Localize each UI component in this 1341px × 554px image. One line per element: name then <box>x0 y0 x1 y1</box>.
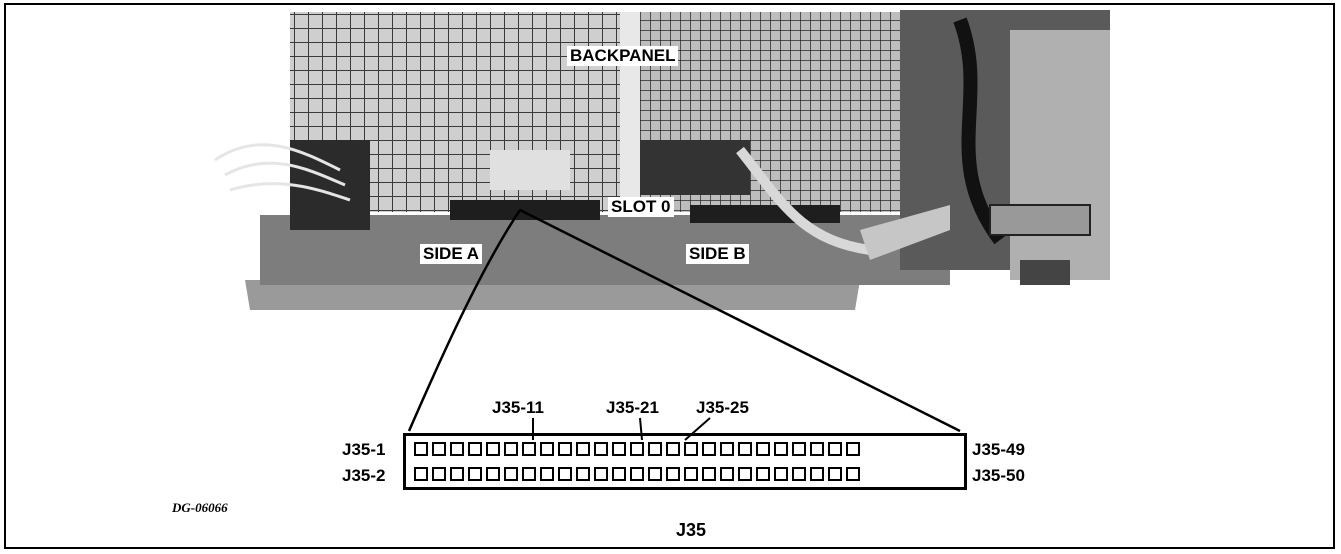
connector-pin <box>666 442 680 456</box>
connector-pin <box>630 467 644 481</box>
connector-pin <box>756 442 770 456</box>
connector-pin <box>504 467 518 481</box>
connector-pin <box>630 442 644 456</box>
connector-pin <box>648 467 662 481</box>
connector-pin <box>504 442 518 456</box>
connector-pin <box>846 467 860 481</box>
pin-row-even <box>414 467 860 481</box>
label-j35-1: J35-1 <box>342 440 386 459</box>
connector-pin <box>792 442 806 456</box>
connector-pin <box>594 467 608 481</box>
connector-pin <box>846 442 860 456</box>
connector-pin <box>558 467 572 481</box>
connector-pin <box>468 467 482 481</box>
connector-pin <box>468 442 482 456</box>
connector-pin <box>450 467 464 481</box>
figure-frame <box>4 3 1335 549</box>
connector-pin <box>774 442 788 456</box>
side-a-label: SIDE A <box>420 244 483 264</box>
j35-connector <box>403 433 967 490</box>
connector-pin <box>522 467 536 481</box>
connector-pin <box>486 467 500 481</box>
connector-pin <box>558 442 572 456</box>
connector-pin <box>702 442 716 456</box>
label-j35-50: J35-50 <box>972 466 1025 485</box>
backpanel-label: BACKPANEL <box>567 46 679 66</box>
connector-pin <box>522 442 536 456</box>
connector-pin <box>576 442 590 456</box>
connector-pin <box>684 467 698 481</box>
connector-pin <box>774 467 788 481</box>
side-b-label: SIDE B <box>686 244 749 264</box>
figure-reference: DG-06066 <box>172 500 228 515</box>
connector-pin <box>720 442 734 456</box>
connector-pin <box>432 442 446 456</box>
connector-pin <box>738 442 752 456</box>
connector-pin <box>792 467 806 481</box>
label-j35-49: J35-49 <box>972 440 1025 459</box>
connector-pin <box>540 442 554 456</box>
connector-pin <box>450 442 464 456</box>
connector-pin <box>594 442 608 456</box>
connector-pin <box>540 467 554 481</box>
connector-pin <box>756 467 770 481</box>
connector-pin <box>648 442 662 456</box>
label-j35-2: J35-2 <box>342 466 386 485</box>
callout-j35-21: J35-21 <box>606 398 659 417</box>
connector-pin <box>414 467 428 481</box>
slot-label: SLOT 0 <box>608 197 674 217</box>
connector-pin <box>612 467 626 481</box>
connector-pin <box>486 442 500 456</box>
connector-pin <box>432 467 446 481</box>
callout-j35-25: J35-25 <box>696 398 749 417</box>
connector-pin <box>414 442 428 456</box>
connector-pin <box>828 467 842 481</box>
pin-row-odd <box>414 442 860 456</box>
connector-pin <box>738 467 752 481</box>
connector-pin <box>612 442 626 456</box>
figure-caption: J35 <box>676 520 707 540</box>
connector-pin <box>720 467 734 481</box>
connector-pin <box>828 442 842 456</box>
connector-pin <box>576 467 590 481</box>
connector-pin <box>810 467 824 481</box>
connector-pin <box>810 442 824 456</box>
callout-j35-11: J35-11 <box>492 398 544 417</box>
connector-pin <box>702 467 716 481</box>
connector-pin <box>666 467 680 481</box>
connector-pin <box>684 442 698 456</box>
